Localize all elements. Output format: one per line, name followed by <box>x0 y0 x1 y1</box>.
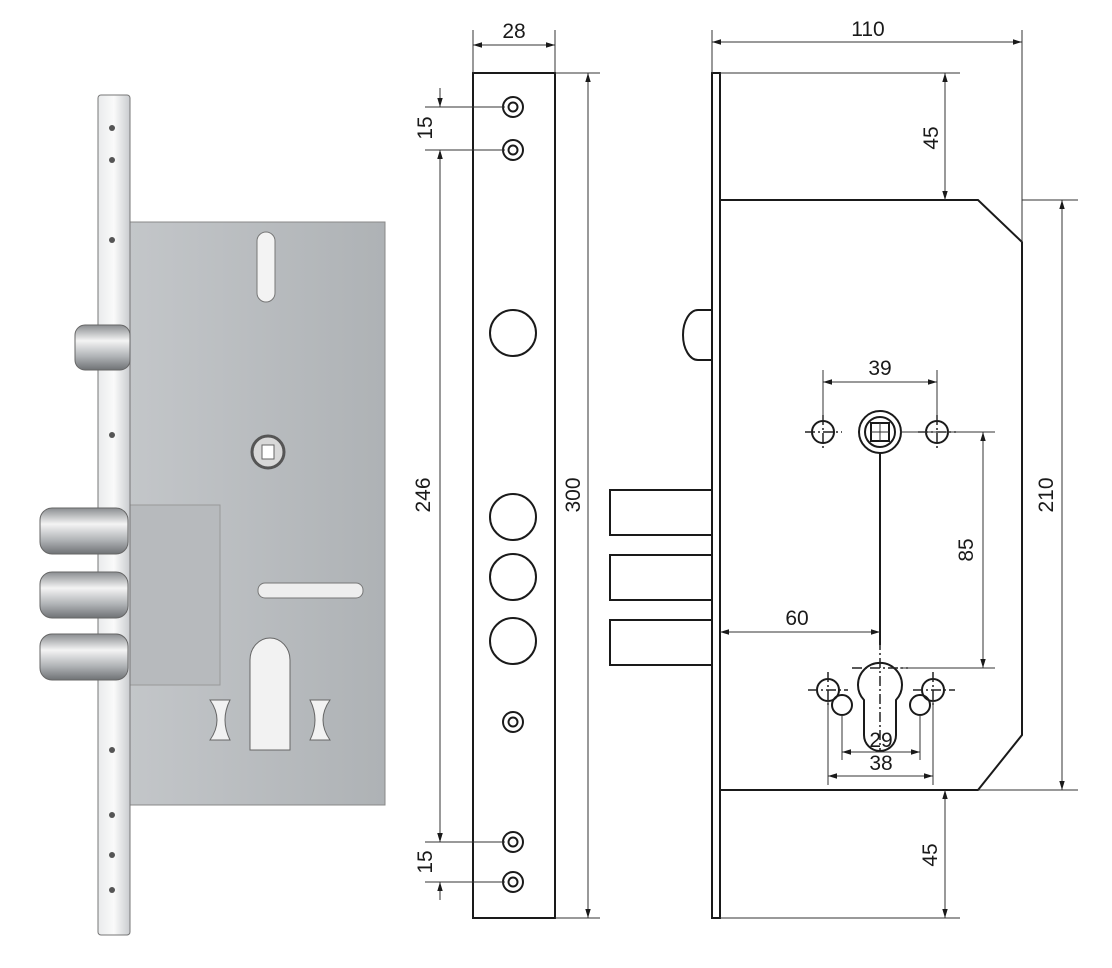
dim-inner-screw-spacing: 29 <box>869 729 892 752</box>
side-latch-bolt <box>682 309 712 361</box>
dim-top-hole-spacing: 15 <box>414 116 437 139</box>
dim-spindle-screw-spacing: 39 <box>868 357 891 380</box>
side-dead-bolt-1 <box>609 489 713 536</box>
dim-faceplate-length: 300 <box>562 477 585 512</box>
side-case-outline <box>720 199 1023 791</box>
dim-body-height: 210 <box>1035 477 1058 512</box>
dim-top-offset: 45 <box>920 126 943 149</box>
dim-bottom-hole-spacing: 15 <box>414 850 437 873</box>
bolt-window <box>257 582 364 599</box>
dead-bolt-2 <box>39 571 129 619</box>
spindle-square <box>261 444 275 460</box>
lock-photo <box>39 94 386 936</box>
case-plate <box>129 504 221 686</box>
faceplate-view: 28 15 246 300 15 <box>412 20 600 919</box>
case-cutouts <box>209 699 331 741</box>
cylinder-cutout <box>249 637 291 751</box>
dim-faceplate-width: 28 <box>502 20 525 43</box>
dim-center-distance: 85 <box>955 538 978 561</box>
dim-backset: 60 <box>785 607 808 630</box>
case-slot <box>256 231 276 303</box>
dim-hole-span: 246 <box>412 477 435 512</box>
dim-bottom-offset: 45 <box>919 843 942 866</box>
side-view: 110 45 210 39 85 60 29 38 45 <box>609 18 1078 919</box>
side-dead-bolt-2 <box>609 554 713 601</box>
faceplate-screw-holes <box>109 125 115 893</box>
side-dead-bolt-3 <box>609 619 713 666</box>
dead-bolt-3 <box>39 633 129 681</box>
dim-outer-screw-spacing: 38 <box>869 752 892 775</box>
dead-bolt-1 <box>39 507 129 555</box>
latch-bolt <box>74 324 131 371</box>
dim-overall-width: 110 <box>851 18 884 41</box>
side-faceplate <box>711 72 721 919</box>
faceplate-bolt-openings <box>489 309 537 665</box>
faceplate-outline <box>472 72 556 919</box>
